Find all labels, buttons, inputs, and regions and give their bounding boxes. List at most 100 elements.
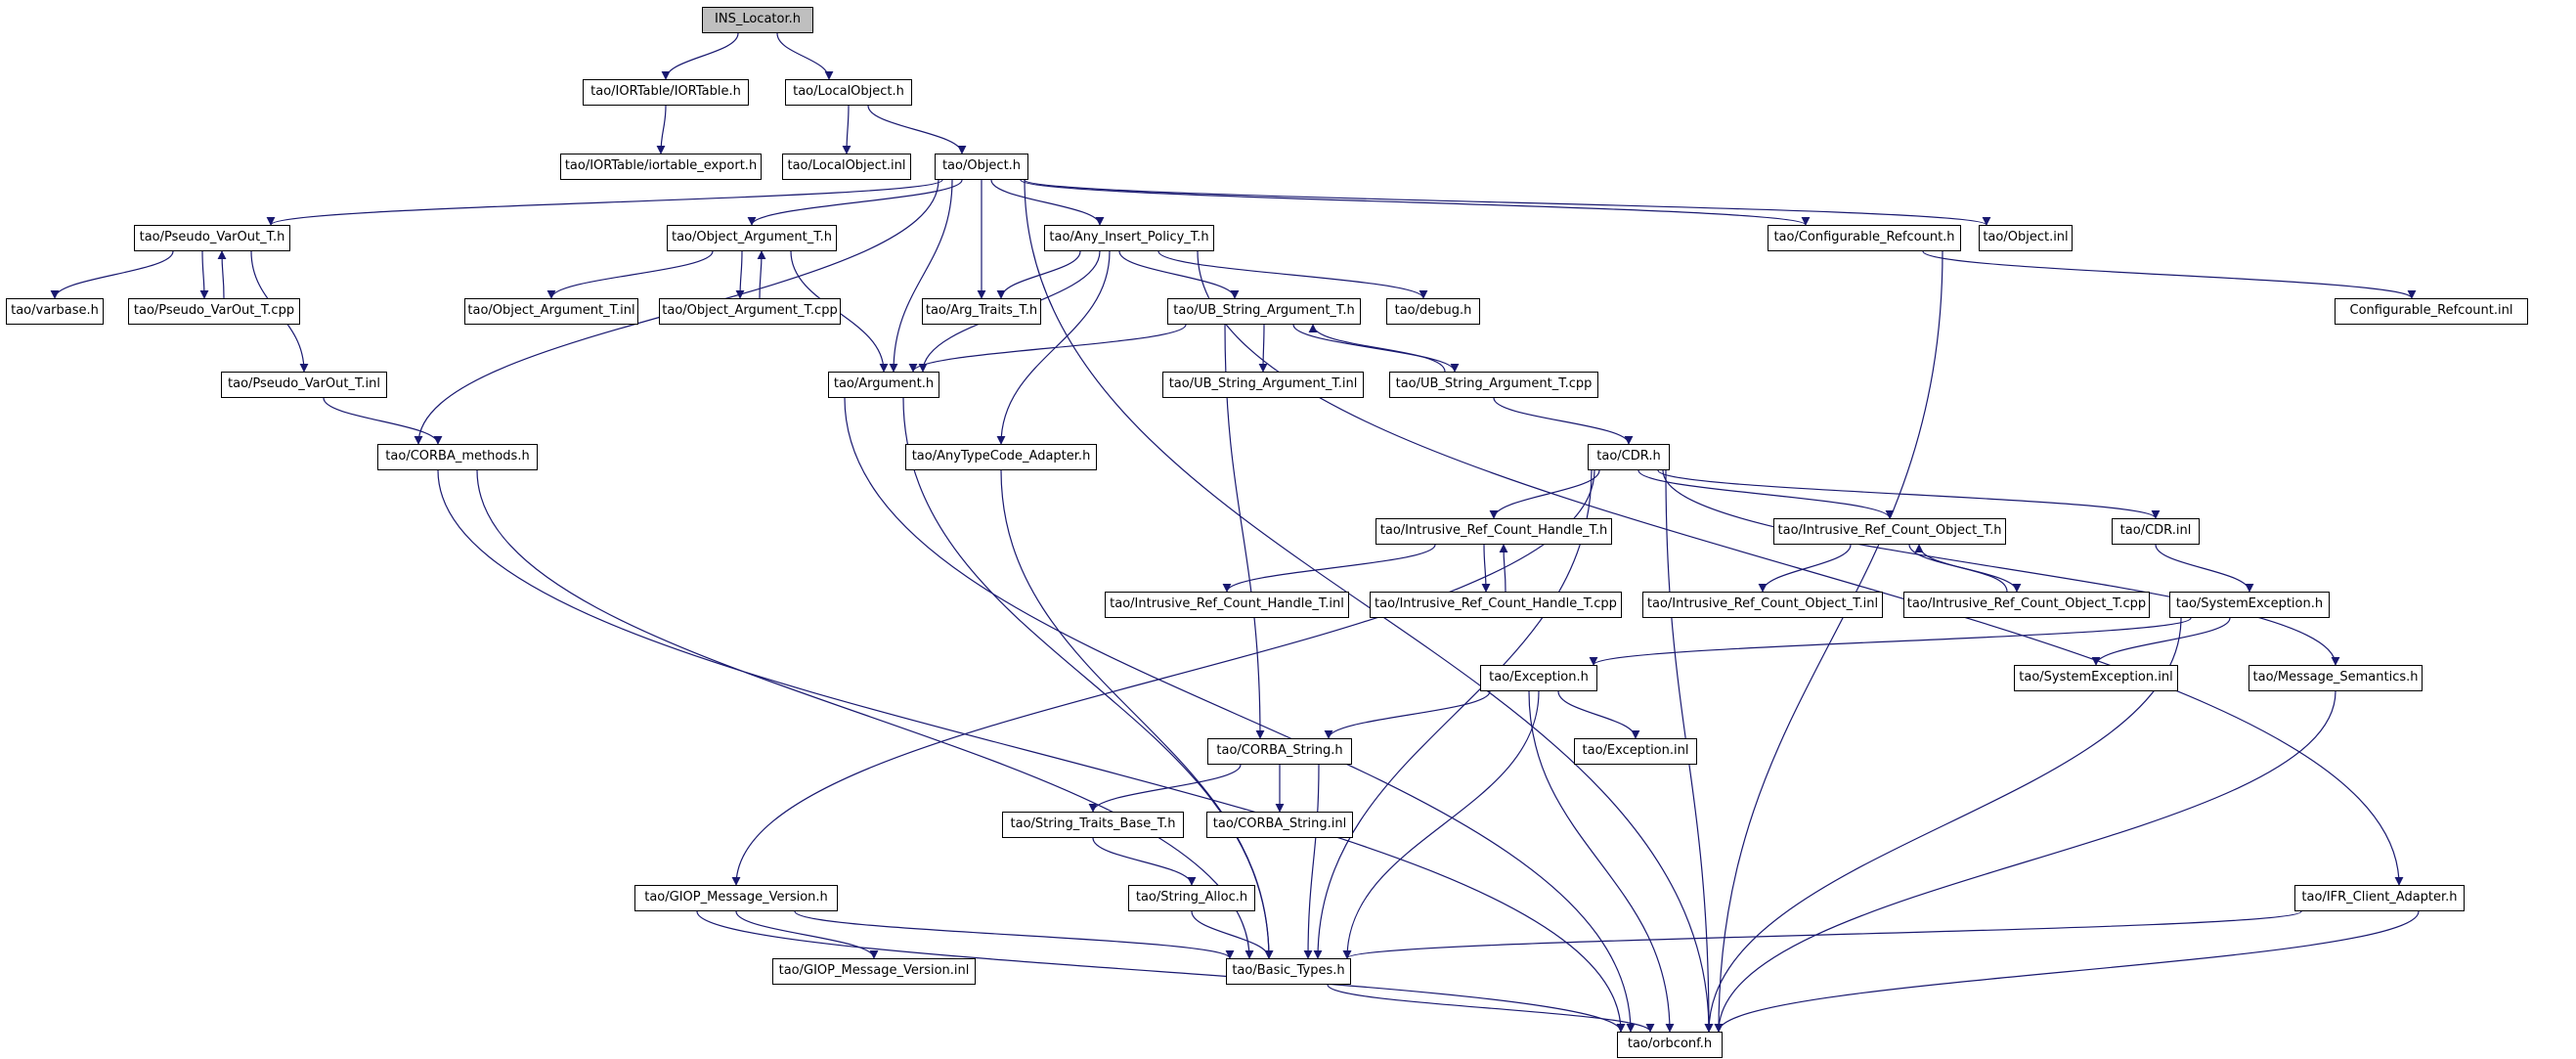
node-object-argument-inl[interactable]: tao/Object_Argument_T.inl bbox=[464, 298, 638, 325]
edge-basic_types_h-to-orbconf_h bbox=[1327, 984, 1655, 1033]
node-object-argument-cpp[interactable]: tao/Object_Argument_T.cpp bbox=[659, 298, 841, 325]
node-string-alloc-h[interactable]: tao/String_Alloc.h bbox=[1128, 885, 1255, 911]
node-argument-h[interactable]: tao/Argument.h bbox=[828, 372, 939, 398]
node-systemexception-inl[interactable]: tao/SystemException.inl bbox=[2014, 665, 2178, 691]
edge-object_argument_cpp-to-object_argument_h bbox=[757, 250, 766, 299]
node-message-semantics-h[interactable]: tao/Message_Semantics.h bbox=[2249, 665, 2423, 691]
edge-object_h-to-configurable_refcount_h bbox=[1020, 179, 1811, 226]
node-anytypecode-adapter-h[interactable]: tao/AnyTypeCode_Adapter.h bbox=[905, 444, 1097, 470]
edge-exception_h-to-basic_types_h bbox=[1342, 690, 1540, 959]
edge-any_insert_policy_h-to-debug_h bbox=[1157, 250, 1428, 299]
edge-cdr_h-to-message_semantics_h bbox=[1662, 469, 2340, 666]
edge-irch_cpp-to-irch_h bbox=[1499, 544, 1508, 593]
node-string-traits-base-h[interactable]: tao/String_Traits_Base_T.h bbox=[1002, 812, 1184, 838]
edge-any_insert_policy_h-to-ifr_client_adapter_h bbox=[1197, 250, 2404, 886]
edge-giop_message_version_h-to-orbconf_h bbox=[696, 910, 1626, 1033]
edge-irch_h-to-irch_inl bbox=[1222, 544, 1436, 593]
node-localobject-h[interactable]: tao/LocalObject.h bbox=[785, 79, 912, 106]
edge-irco_h-to-irco_inl bbox=[1758, 544, 1852, 593]
edge-any_insert_policy_h-to-ub_string_argument_h bbox=[1118, 250, 1240, 299]
edge-object_h-to-orbconf_h bbox=[1024, 179, 1714, 1033]
edge-localobject_h-to-localobject_inl bbox=[842, 105, 851, 154]
node-cdr-h[interactable]: tao/CDR.h bbox=[1588, 444, 1670, 470]
edge-corba_string_h-to-basic_types_h bbox=[1303, 764, 1320, 959]
node-cdr-inl[interactable]: tao/CDR.inl bbox=[2112, 518, 2200, 545]
edge-pseudo_varout_h-to-varbase_h bbox=[50, 250, 174, 299]
node-object-inl[interactable]: tao/Object.inl bbox=[1979, 225, 2073, 251]
node-intrusive-ref-count-object-cpp[interactable]: tao/Intrusive_Ref_Count_Object_T.cpp bbox=[1903, 592, 2150, 618]
node-corba-string-h[interactable]: tao/CORBA_String.h bbox=[1207, 738, 1352, 765]
node-arg-traits-h[interactable]: tao/Arg_Traits_T.h bbox=[922, 298, 1041, 325]
edge-cdr_inl-to-systemexception_h bbox=[2155, 544, 2254, 593]
node-intrusive-ref-count-handle-h[interactable]: tao/Intrusive_Ref_Count_Handle_T.h bbox=[1375, 518, 1612, 545]
node-basic-types-h[interactable]: tao/Basic_Types.h bbox=[1226, 958, 1351, 985]
node-ub-string-argument-h[interactable]: tao/UB_String_Argument_T.h bbox=[1167, 298, 1361, 325]
edge-irco_cpp-to-irco_h bbox=[1914, 544, 2008, 593]
edge-cdr_h-to-basic_types_h bbox=[1313, 469, 1593, 959]
edge-ub_string_argument_cpp-to-cdr_h bbox=[1493, 397, 1634, 445]
edge-corba_methods_h-to-orbconf_h bbox=[437, 469, 1626, 1033]
node-pseudo-varout-h[interactable]: tao/Pseudo_VarOut_T.h bbox=[134, 225, 290, 251]
node-iortable-h[interactable]: tao/IORTable/IORTable.h bbox=[583, 79, 749, 106]
node-object-argument-h[interactable]: tao/Object_Argument_T.h bbox=[667, 225, 837, 251]
edge-ub_string_argument_h-to-ub_string_argument_cpp bbox=[1292, 324, 1460, 373]
node-orbconf-h[interactable]: tao/orbconf.h bbox=[1617, 1032, 1723, 1058]
node-intrusive-ref-count-object-h[interactable]: tao/Intrusive_Ref_Count_Object_T.h bbox=[1773, 518, 2006, 545]
node-iortable-export-h[interactable]: tao/IORTable/iortable_export.h bbox=[560, 154, 762, 180]
node-giop-message-version-h[interactable]: tao/GIOP_Message_Version.h bbox=[634, 885, 838, 911]
edge-object_argument_h-to-object_argument_inl bbox=[546, 250, 714, 299]
node-localobject-inl[interactable]: tao/LocalObject.inl bbox=[782, 154, 911, 180]
node-systemexception-h[interactable]: tao/SystemException.h bbox=[2169, 592, 2330, 618]
edge-pseudo_varout_h-to-pseudo_varout_cpp bbox=[199, 250, 209, 299]
edge-any_insert_policy_h-to-arg_traits_h bbox=[996, 250, 1081, 299]
edge-argument_h-to-orbconf_h bbox=[844, 397, 1636, 1033]
edge-cdr_h-to-irco_h bbox=[1637, 469, 1895, 519]
edge-object_h-to-argument_h bbox=[889, 179, 953, 373]
node-ub-string-argument-inl[interactable]: tao/UB_String_Argument_T.inl bbox=[1162, 372, 1364, 398]
edge-pseudo_varout_cpp-to-pseudo_varout_h bbox=[217, 250, 227, 299]
edge-ifr_client_adapter_h-to-orbconf_h bbox=[1714, 910, 2420, 1033]
node-exception-h[interactable]: tao/Exception.h bbox=[1480, 665, 1597, 691]
node-intrusive-ref-count-handle-inl[interactable]: tao/Intrusive_Ref_Count_Handle_T.inl bbox=[1105, 592, 1349, 618]
node-object-h[interactable]: tao/Object.h bbox=[935, 154, 1028, 180]
edge-giop_message_version_h-to-basic_types_h bbox=[794, 910, 1235, 959]
edge-object_h-to-object_inl bbox=[1024, 179, 1991, 226]
edge-iortable_h-to-iortable_export_h bbox=[656, 105, 667, 154]
edge-ub_string_argument_cpp-to-ub_string_argument_h bbox=[1308, 324, 1446, 373]
node-intrusive-ref-count-handle-cpp[interactable]: tao/Intrusive_Ref_Count_Handle_T.cpp bbox=[1370, 592, 1622, 618]
node-intrusive-ref-count-object-inl[interactable]: tao/Intrusive_Ref_Count_Object_T.inl bbox=[1642, 592, 1883, 618]
edge-object_argument_h-to-object_argument_cpp bbox=[735, 250, 745, 299]
edge-localobject_h-to-object_h bbox=[867, 105, 967, 154]
node-exception-inl[interactable]: tao/Exception.inl bbox=[1574, 738, 1697, 765]
edge-configurable_refcount_h-to-orbconf_h bbox=[1714, 250, 1943, 1033]
node-ub-string-argument-cpp[interactable]: tao/UB_String_Argument_T.cpp bbox=[1389, 372, 1598, 398]
edge-object_h-to-any_insert_policy_h bbox=[990, 179, 1105, 226]
node-corba-string-inl[interactable]: tao/CORBA_String.inl bbox=[1206, 812, 1353, 838]
edge-object_h-to-object_argument_h bbox=[747, 179, 963, 226]
node-any-insert-policy-h[interactable]: tao/Any_Insert_Policy_T.h bbox=[1044, 225, 1214, 251]
edge-string_traits_base_h-to-string_alloc_h bbox=[1092, 837, 1197, 886]
node-configurable-refcount-h[interactable]: tao/Configurable_Refcount.h bbox=[1768, 225, 1961, 251]
edge-anytypecode_adapter_h-to-basic_types_h bbox=[1000, 469, 1274, 959]
edge-exception_h-to-exception_inl bbox=[1557, 690, 1640, 739]
node-configurable-refcount-inl[interactable]: Configurable_Refcount.inl bbox=[2335, 298, 2528, 325]
edge-message_semantics_h-to-orbconf_h bbox=[1714, 690, 2336, 1033]
edge-corba_string_h-to-string_traits_base_h bbox=[1088, 764, 1242, 813]
edge-exception_h-to-orbconf_h bbox=[1528, 690, 1675, 1033]
edge-object_h-to-pseudo_varout_h bbox=[266, 179, 943, 226]
node-giop-message-version-inl[interactable]: tao/GIOP_Message_Version.inl bbox=[772, 958, 976, 985]
edge-cdr_h-to-cdr_inl bbox=[1657, 469, 2161, 519]
node-varbase-h[interactable]: tao/varbase.h bbox=[6, 298, 104, 325]
node-debug-h[interactable]: tao/debug.h bbox=[1386, 298, 1480, 325]
node-pseudo-varout-cpp[interactable]: tao/Pseudo_VarOut_T.cpp bbox=[128, 298, 300, 325]
edge-pseudo_varout_inl-to-corba_methods_h bbox=[323, 397, 443, 445]
edge-ub_string_argument_h-to-argument_h bbox=[908, 324, 1187, 373]
edge-irch_h-to-irch_cpp bbox=[1481, 544, 1491, 593]
node-ifr-client-adapter-h[interactable]: tao/IFR_Client_Adapter.h bbox=[2294, 885, 2465, 911]
node-corba-methods-h[interactable]: tao/CORBA_methods.h bbox=[377, 444, 538, 470]
edge-exception_h-to-corba_string_h bbox=[1324, 690, 1491, 739]
edge-systemexception_h-to-exception_h bbox=[1589, 617, 2192, 666]
node-pseudo-varout-inl[interactable]: tao/Pseudo_VarOut_T.inl bbox=[221, 372, 387, 398]
